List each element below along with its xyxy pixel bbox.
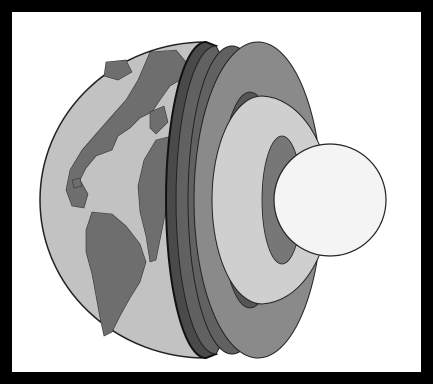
caribbean	[72, 178, 82, 188]
inner-core	[274, 144, 386, 256]
